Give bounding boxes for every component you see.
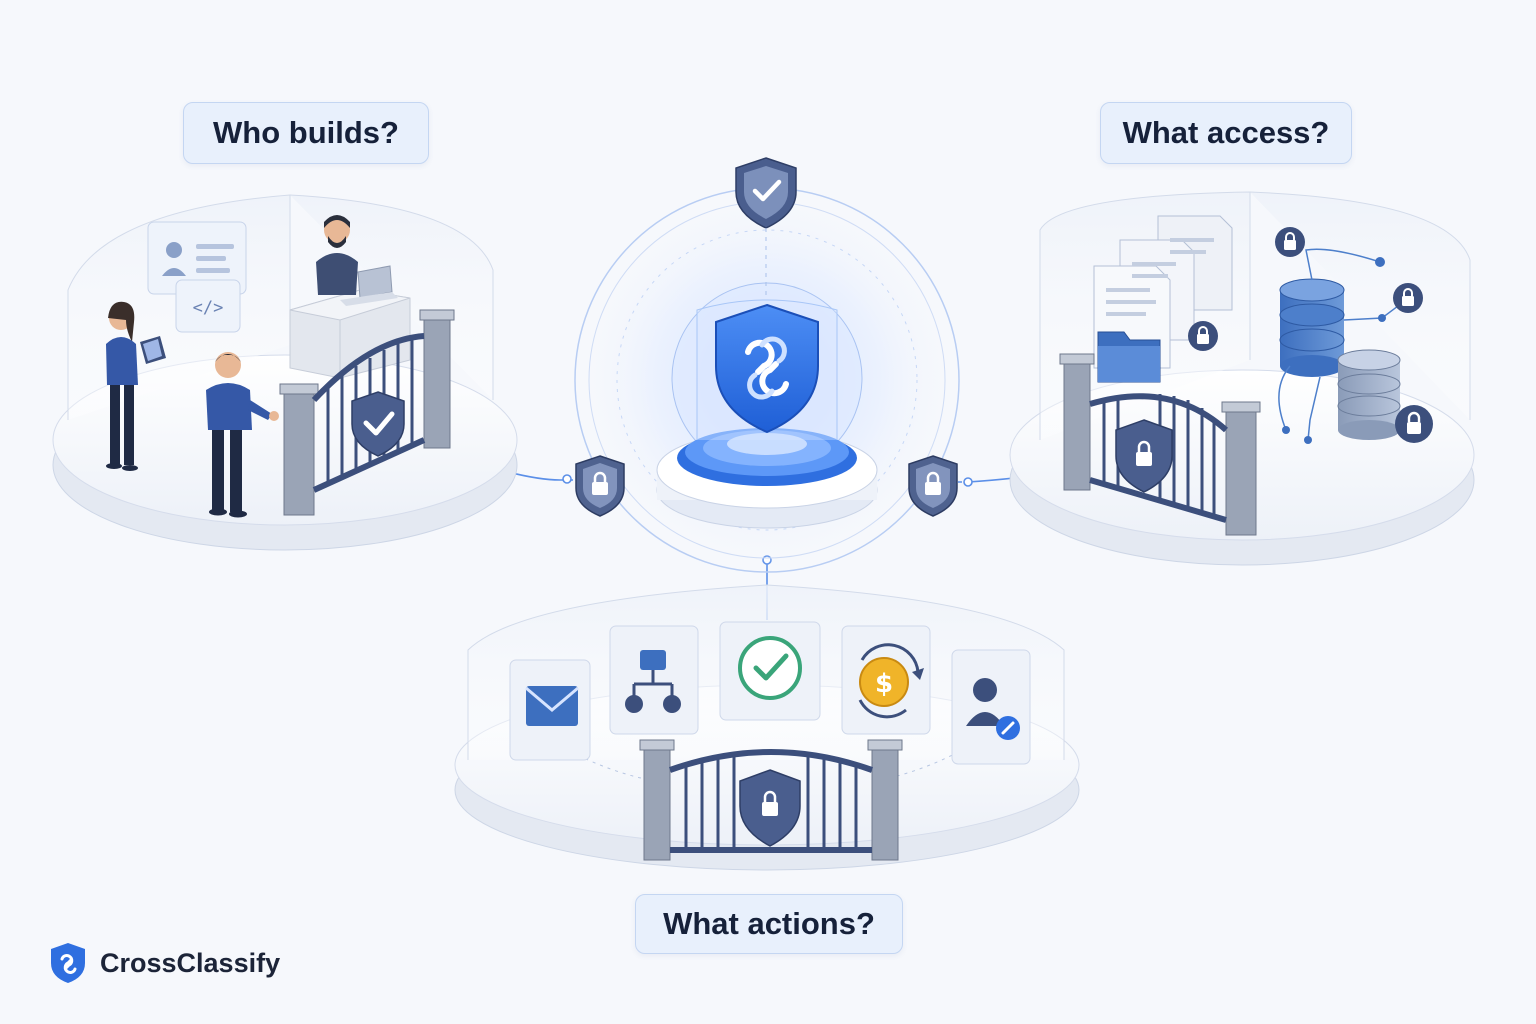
what-actions-platform: $ <box>454 584 1080 871</box>
code-icon: </> <box>175 279 241 333</box>
crossclassify-shield-logo-icon <box>51 943 85 983</box>
person-with-tablet <box>106 301 166 471</box>
who-builds-platform: </> <box>52 194 518 551</box>
who-builds-label: Who builds? <box>183 102 429 164</box>
center-hub <box>574 157 960 573</box>
mail-icon <box>509 659 591 761</box>
dollar-refresh-icon: $ <box>841 625 931 735</box>
brand-logo: CrossClassify <box>48 938 280 988</box>
svg-text:$: $ <box>875 669 893 699</box>
user-edit-icon <box>951 649 1031 765</box>
svg-text:</>: </> <box>193 298 224 318</box>
database-icon <box>1279 278 1401 440</box>
connector-right-shield-lock-icon <box>908 455 958 517</box>
what-actions-gate <box>639 739 903 861</box>
developer-person <box>316 215 358 295</box>
what-access-gate <box>1059 353 1261 536</box>
lock-icon <box>1188 227 1433 443</box>
hierarchy-icon <box>609 625 699 735</box>
crossclassify-shield-icon <box>715 303 819 434</box>
laptop-icon <box>340 265 398 306</box>
what-access-platform <box>1009 191 1475 566</box>
what-access-label: What access? <box>1100 102 1352 164</box>
brand-name: CrossClassify <box>100 947 281 978</box>
connector-left-shield-lock-icon <box>575 455 625 517</box>
what-actions-label: What actions? <box>635 894 903 954</box>
person-standing <box>206 352 279 518</box>
folder-icon <box>1097 331 1161 383</box>
who-builds-gate <box>279 309 455 516</box>
check-circle-icon <box>719 621 821 721</box>
shield-check-icon <box>735 157 797 229</box>
